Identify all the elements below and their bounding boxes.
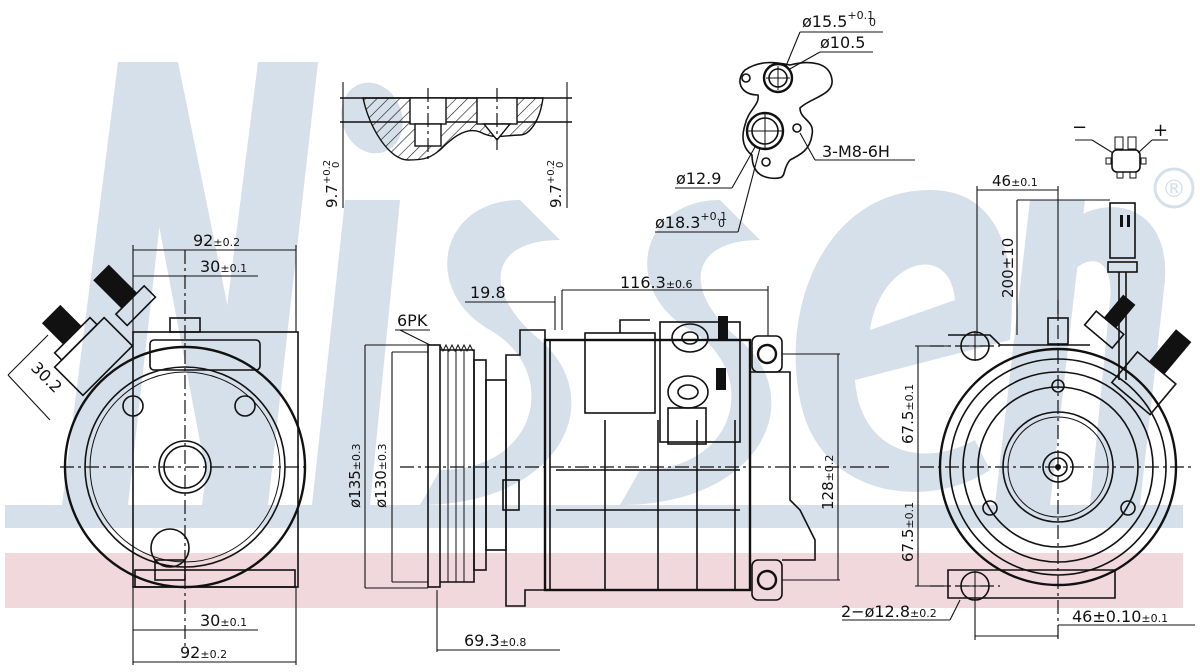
dim-port-outer-bottom-lower: 0 [718, 217, 725, 230]
label-pulley-6pk: 6PK [397, 311, 428, 330]
dim-front-angled: 30.2 [27, 358, 66, 397]
dim-front-bottom-offset: 30±0.1 [200, 611, 247, 630]
connector-minus-label: − [1072, 117, 1087, 138]
dim-rear-upper-half: 67.5±0.1 [899, 384, 917, 444]
watermark-band-blue [5, 505, 1183, 528]
dim-section-right-depth: 9.7+0.2 [546, 160, 565, 208]
dim-section-left-depth-lower: 0 [331, 162, 342, 168]
dim-side-pulley-to-mount: 69.3±0.8 [464, 631, 526, 650]
dim-port-inner-bottom: ø12.9 [676, 169, 721, 188]
dim-side-pulley-outer: ø135±0.3 [346, 443, 364, 508]
dim-rear-lower-half: 67.5±0.1 [899, 502, 917, 562]
rear-view-right [842, 186, 1195, 640]
dim-side-clutch-offset: 19.8 [470, 283, 506, 302]
port-flange [655, 31, 915, 233]
dim-front-top-offset: 30±0.1 [200, 257, 247, 276]
dim-rear-cable-length: 200±10 [999, 238, 1017, 298]
dim-rear-top-offset: 46±0.1 [992, 172, 1038, 190]
dim-side-body-length: 116.3±0.6 [620, 273, 693, 292]
dim-side-pulley-inner: ø130±0.3 [372, 443, 390, 508]
dim-port-threads: 3-M8-6H [822, 142, 890, 161]
connector-pinout [1075, 136, 1168, 179]
side-view [364, 286, 890, 652]
dim-rear-bottom-offset: 46±0.10±0.1 [1072, 607, 1168, 626]
dim-port-outer-top: ø15.5+0.1 [802, 9, 874, 31]
registered-mark-icon [1153, 167, 1195, 209]
dim-port-outer-bottom: ø18.3+0.1 [655, 210, 727, 232]
dim-side-mount-height: 128±0.2 [819, 455, 837, 510]
connector-plus-label: + [1153, 120, 1168, 141]
dim-section-right-depth-lower: 0 [555, 162, 566, 168]
dim-front-top-overall: 92±0.2 [193, 231, 240, 250]
dim-rear-mount-holes: 2−ø12.8±0.2 [841, 602, 937, 621]
dim-port-inner-top: ø10.5 [820, 33, 865, 52]
dim-port-outer-top-lower: 0 [869, 16, 876, 29]
section-detail [340, 82, 572, 208]
dim-section-left-depth: 9.7+0.2 [322, 160, 341, 208]
front-view-left [7, 245, 310, 665]
registered-mark: ® [1162, 175, 1186, 203]
dim-front-bottom-overall: 92±0.2 [180, 643, 227, 662]
